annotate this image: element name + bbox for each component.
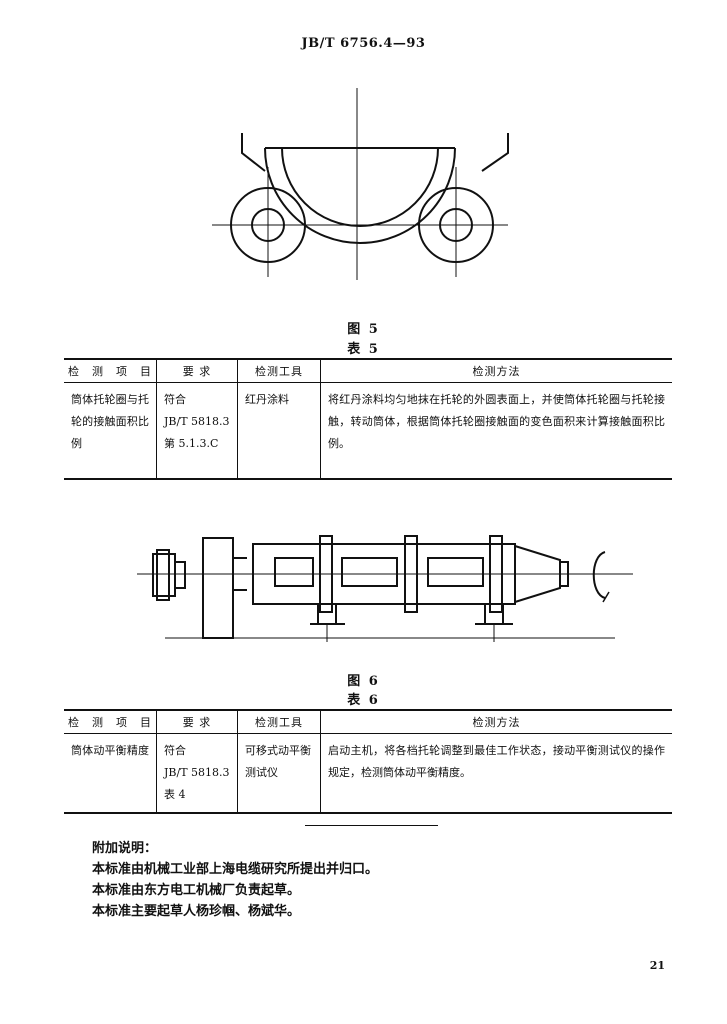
table-header-row: 检测项目 要 求 检测工具 检测方法 (64, 358, 672, 383)
table-6: 检测项目 要 求 检测工具 检测方法 筒体动平衡精度 符合 JB/T 5818.… (64, 709, 672, 814)
additional-notes: 附加说明： 本标准由机械工业部上海电缆研究所提出并归口。 本标准由东方电工机械厂… (92, 838, 378, 922)
table-6-caption: 表 6 (347, 693, 380, 708)
cell-inspection-tool: 红丹涂料 (237, 382, 321, 480)
cell-inspection-method: 启动主机，将各档托轮调整到最佳工作状态，接动平衡测试仪的操作规定，检测筒体动平衡… (320, 733, 672, 814)
notes-line: 本标准由机械工业部上海电缆研究所提出并归口。 (92, 862, 379, 877)
figure-6-drum-balancing-drawing (137, 535, 633, 642)
table-header-row: 检测项目 要 求 检测工具 检测方法 (64, 709, 672, 734)
requirement-line: JB/T 5818.3 (164, 415, 230, 428)
requirement-line: 表 4 (164, 788, 186, 801)
figure-5-caption: 图 5 (347, 322, 380, 337)
table-row: 筒体托轮圈与托轮的接触面积比例 符合 JB/T 5818.3 第 5.1.3.C… (64, 382, 672, 480)
header-inspection-method: 检测方法 (320, 709, 672, 734)
notes-title: 附加说明： (92, 841, 158, 856)
table-5: 检测项目 要 求 检测工具 检测方法 筒体托轮圈与托轮的接触面积比例 符合 JB… (64, 358, 672, 480)
standard-number-header: JB/T 6756.4—93 (301, 36, 426, 51)
section-divider (305, 825, 438, 826)
page-number: 21 (649, 959, 665, 972)
header-inspection-item: 检测项目 (64, 358, 157, 383)
header-inspection-tool: 检测工具 (237, 358, 321, 383)
requirement-line: 符合 (164, 393, 186, 406)
requirement-line: JB/T 5818.3 (164, 766, 230, 779)
cell-inspection-tool: 可移式动平衡测试仪 (237, 733, 321, 814)
header-inspection-method: 检测方法 (320, 358, 672, 383)
cell-inspection-method: 将红丹涂料均匀地抹在托轮的外圆表面上，并使筒体托轮圈与托轮接触，转动筒体，根据筒… (320, 382, 672, 480)
header-requirement: 要 求 (156, 358, 238, 383)
figure-6-caption: 图 6 (347, 674, 380, 689)
requirement-line: 符合 (164, 744, 186, 757)
figure-5-drum-on-rollers-drawing (212, 88, 509, 280)
table-5-caption: 表 5 (347, 342, 380, 357)
notes-line: 本标准主要起草人杨珍帼、杨斌华。 (92, 904, 301, 919)
notes-line: 本标准由东方电工机械厂负责起草。 (92, 883, 301, 898)
header-inspection-tool: 检测工具 (237, 709, 321, 734)
cell-requirement: 符合 JB/T 5818.3 表 4 (156, 733, 238, 814)
header-requirement: 要 求 (156, 709, 238, 734)
table-row: 筒体动平衡精度 符合 JB/T 5818.3 表 4 可移式动平衡测试仪 启动主… (64, 733, 672, 814)
cell-inspection-item: 筒体托轮圈与托轮的接触面积比例 (64, 382, 157, 480)
cell-inspection-item: 筒体动平衡精度 (64, 733, 157, 814)
cell-requirement: 符合 JB/T 5818.3 第 5.1.3.C (156, 382, 238, 480)
header-inspection-item: 检测项目 (64, 709, 157, 734)
requirement-line: 第 5.1.3.C (164, 437, 219, 450)
